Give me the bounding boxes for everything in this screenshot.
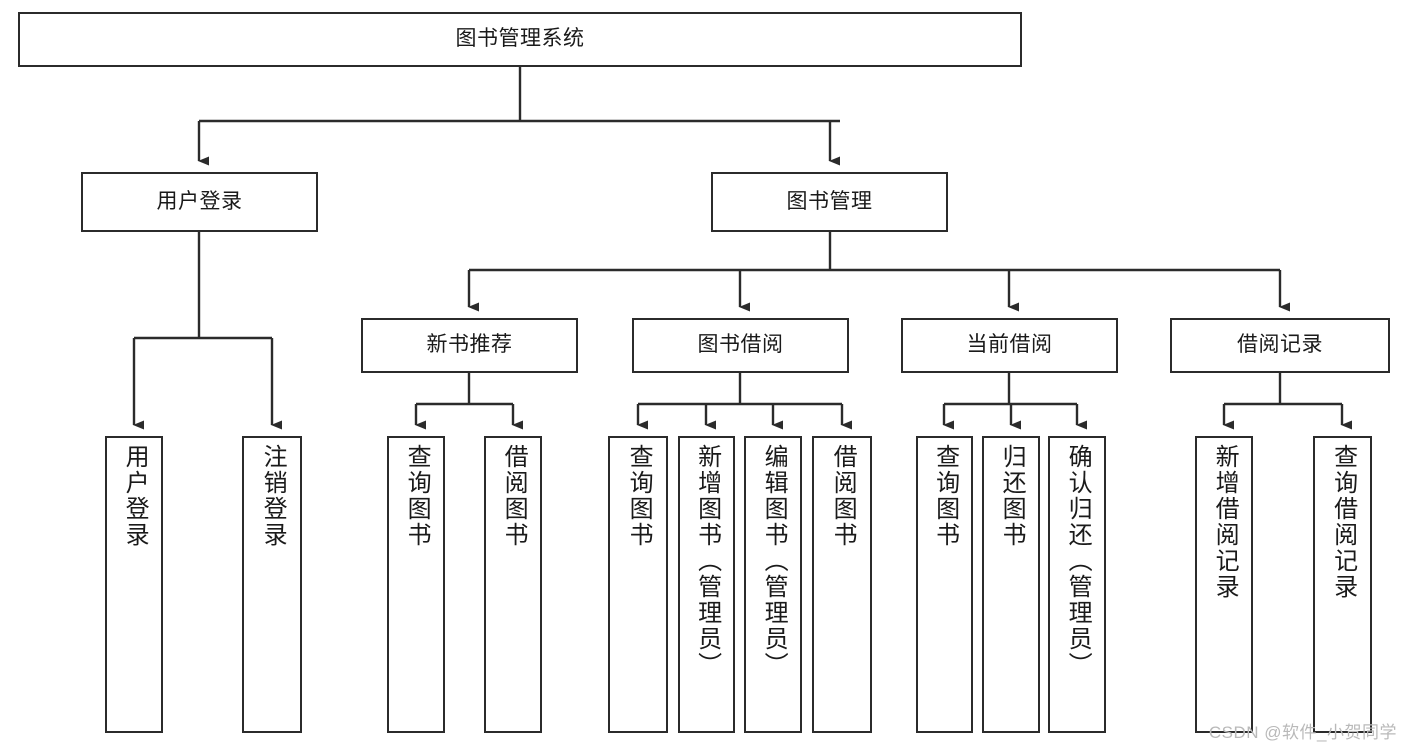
node-leaf-borrow-book-rec[interactable]: 借阅图书 [484, 436, 542, 733]
node-leaf-edit-book-admin-label: 编辑图书（管理员） [760, 444, 788, 678]
node-book-borrow-label: 图书借阅 [697, 333, 784, 357]
node-leaf-add-borrow-record-label: 新增借阅记录 [1211, 444, 1239, 600]
node-leaf-return-book-label: 归还图书 [998, 444, 1026, 548]
node-root[interactable]: 图书管理系统 [18, 12, 1022, 67]
node-leaf-add-borrow-record[interactable]: 新增借阅记录 [1195, 436, 1253, 733]
node-leaf-query-book-current-label: 查询图书 [931, 444, 959, 548]
node-leaf-confirm-return-admin-label: 确认归还（管理员） [1064, 444, 1092, 678]
node-leaf-add-book-admin[interactable]: 新增图书（管理员） [678, 436, 735, 733]
node-leaf-query-book-current[interactable]: 查询图书 [916, 436, 973, 733]
node-book-manage-label: 图书管理 [786, 189, 873, 213]
node-leaf-query-book-rec[interactable]: 查询图书 [387, 436, 445, 733]
node-leaf-query-borrow-record-label: 查询借阅记录 [1329, 444, 1357, 600]
node-leaf-user-logout-label: 注销登录 [259, 444, 287, 548]
node-leaf-query-book-rec-label: 查询图书 [403, 444, 431, 548]
node-leaf-borrow-book-rec-label: 借阅图书 [500, 444, 528, 548]
node-leaf-query-book-borrow-label: 查询图书 [625, 444, 653, 548]
node-leaf-user-login-label: 用户登录 [121, 444, 149, 548]
node-borrow-record-label: 借阅记录 [1237, 333, 1323, 357]
node-borrow-record[interactable]: 借阅记录 [1170, 318, 1390, 373]
node-user-login[interactable]: 用户登录 [81, 172, 318, 232]
node-root-label: 图书管理系统 [455, 27, 585, 51]
node-leaf-user-login[interactable]: 用户登录 [105, 436, 163, 733]
node-leaf-return-book[interactable]: 归还图书 [982, 436, 1040, 733]
node-leaf-query-borrow-record[interactable]: 查询借阅记录 [1313, 436, 1372, 733]
node-new-book-recommend-label: 新书推荐 [426, 333, 513, 357]
node-current-borrow-label: 当前借阅 [966, 333, 1053, 357]
node-user-login-label: 用户登录 [156, 189, 243, 213]
node-leaf-borrow-book[interactable]: 借阅图书 [812, 436, 872, 733]
node-leaf-add-book-admin-label: 新增图书（管理员） [693, 444, 721, 678]
node-leaf-query-book-borrow[interactable]: 查询图书 [608, 436, 668, 733]
node-new-book-recommend[interactable]: 新书推荐 [361, 318, 578, 373]
node-leaf-user-logout[interactable]: 注销登录 [242, 436, 302, 733]
node-leaf-confirm-return-admin[interactable]: 确认归还（管理员） [1048, 436, 1106, 733]
node-leaf-edit-book-admin[interactable]: 编辑图书（管理员） [744, 436, 802, 733]
node-book-borrow[interactable]: 图书借阅 [632, 318, 849, 373]
node-current-borrow[interactable]: 当前借阅 [901, 318, 1118, 373]
node-book-manage[interactable]: 图书管理 [711, 172, 948, 232]
node-leaf-borrow-book-label: 借阅图书 [829, 444, 857, 548]
